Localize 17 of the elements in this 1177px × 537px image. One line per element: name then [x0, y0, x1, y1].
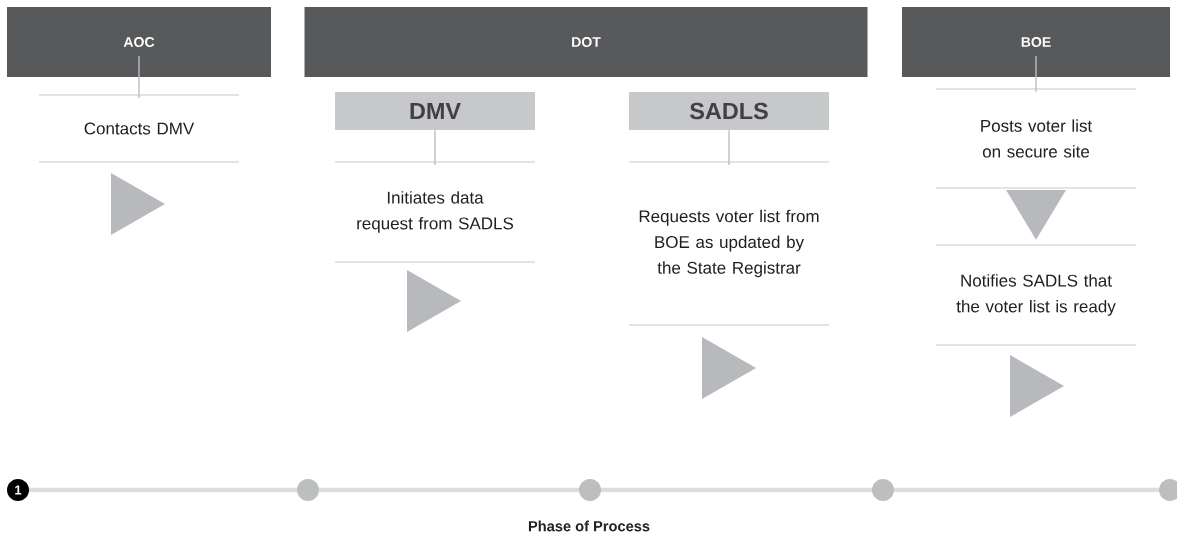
connector-line — [434, 129, 436, 166]
step-text: Posts voter list on secure site — [935, 88, 1137, 189]
sub-header-box: SADLS — [629, 92, 829, 130]
step-text: Contacts DMV — [38, 94, 240, 163]
sub-header-box: DMV — [335, 92, 535, 130]
header-bar: DOT — [304, 7, 868, 77]
step-text: Initiates data request from SADLS — [334, 161, 536, 263]
header-bar: AOC — [7, 7, 271, 77]
connector-line — [728, 129, 730, 166]
header-bar: BOE — [902, 7, 1170, 77]
step-text: Requests voter list from BOE as updated by the State Registrar — [628, 161, 830, 326]
triangle-arrow — [1006, 189, 1066, 240]
connector-line — [138, 55, 140, 99]
axis-label: Phase of Process — [528, 520, 650, 532]
step-number-badge: 1 — [7, 479, 29, 501]
connector-line — [1035, 55, 1037, 93]
step-text: Notifies SADLS that the voter list is ready — [935, 244, 1137, 346]
